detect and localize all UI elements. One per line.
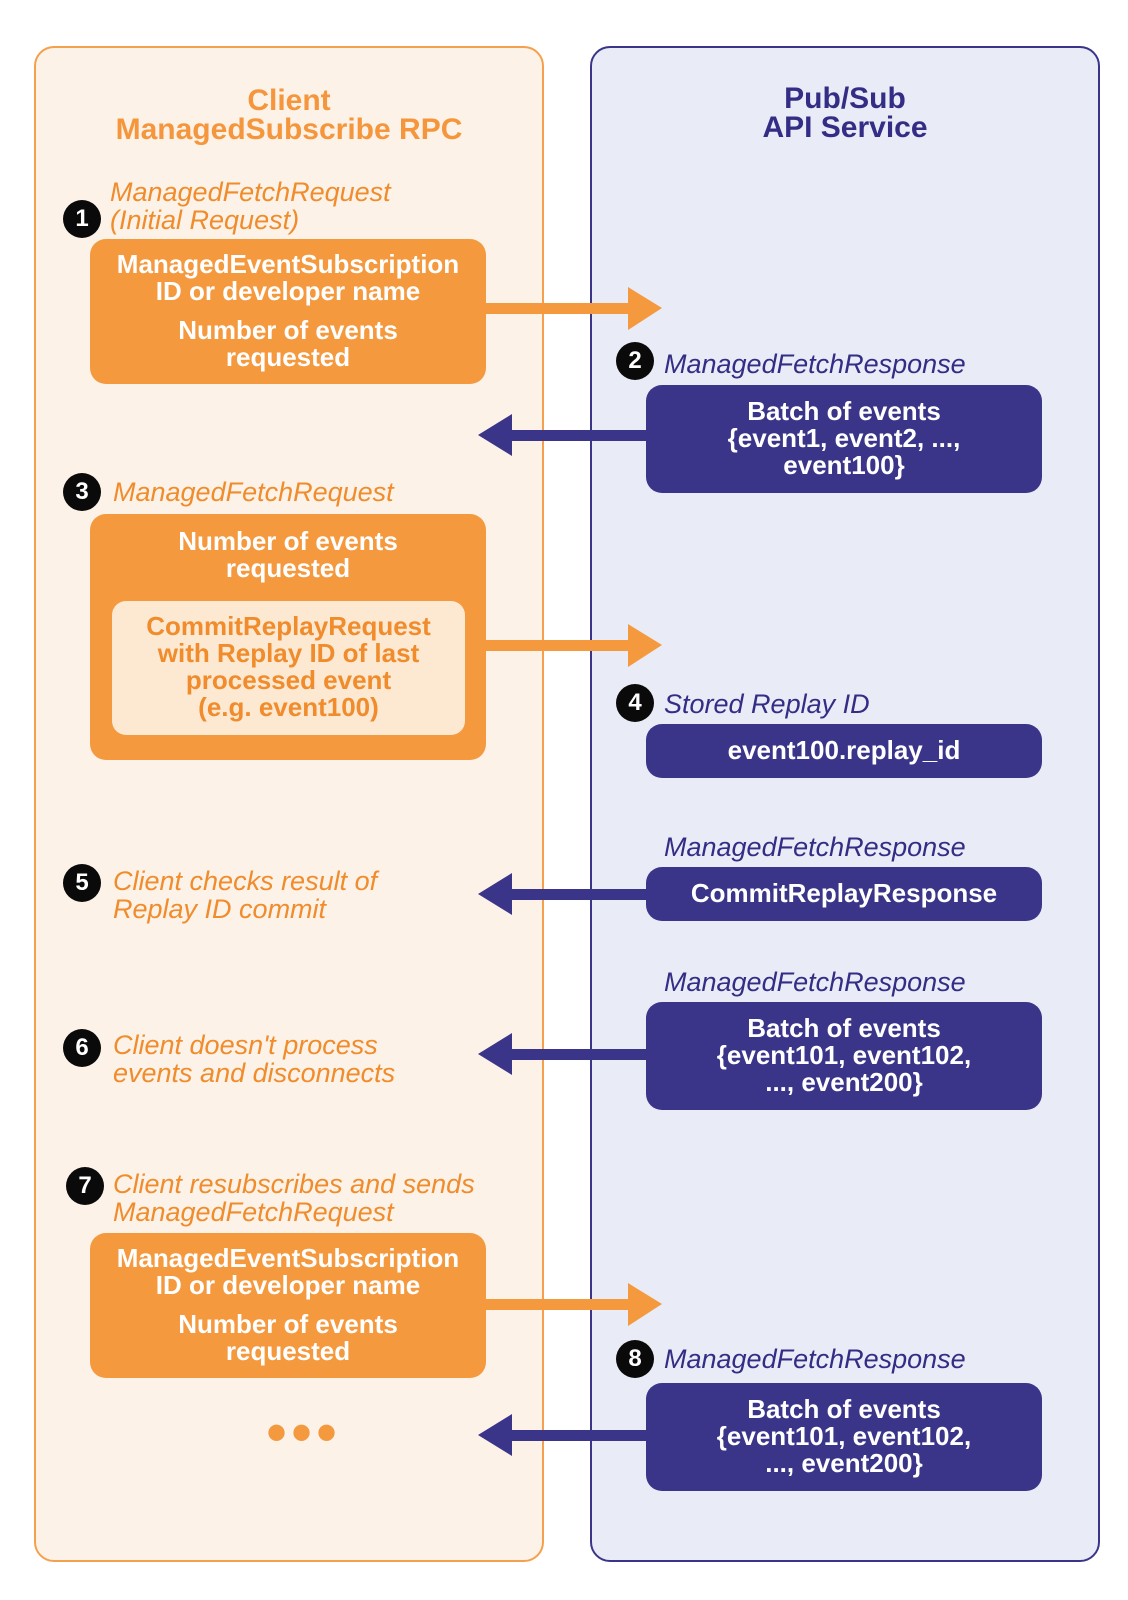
step-6-label-line1: Client doesn't process	[113, 1030, 378, 1060]
step-1-badge: 1	[63, 200, 101, 238]
arrow-response-5	[478, 873, 648, 915]
step-4-badge: 4	[616, 684, 654, 722]
step-8-label: ManagedFetchResponse	[664, 1344, 966, 1374]
step-4-label: Stored Replay ID	[664, 689, 870, 719]
step-2-box-line2: {event1, event2, ...,	[727, 423, 961, 453]
step-7-label-line2: ManagedFetchRequest	[113, 1197, 394, 1227]
step-3-label: ManagedFetchRequest	[113, 477, 394, 507]
step-3-box-line1: Number of events	[178, 526, 398, 556]
step-7-badge: 7	[66, 1167, 104, 1205]
continuation-ellipsis: •••	[266, 1399, 342, 1466]
step-5-label-line2: Replay ID commit	[113, 894, 327, 924]
step-6-box-line2: {event101, event102,	[716, 1040, 972, 1070]
step-2-box-line1: Batch of events	[747, 396, 941, 426]
step-1-request-box: ManagedEventSubscription ID or developer…	[90, 239, 486, 384]
step-2-response-box: Batch of events {event1, event2, ..., ev…	[646, 385, 1042, 493]
client-lane-title: Client ManagedSubscribe RPC	[36, 84, 542, 146]
step-6-label-line2: events and disconnects	[113, 1058, 396, 1088]
arrow-request-1	[486, 287, 662, 330]
step-1-label-line1: ManagedFetchRequest	[110, 177, 391, 207]
step-3-inner-line4: (e.g. event100)	[198, 692, 379, 722]
step-5-commit-response-box: CommitReplayResponse	[646, 867, 1042, 921]
step-1-box-line3: Number of events	[178, 315, 398, 345]
step-7-box-line4: requested	[225, 1336, 351, 1366]
step-1-label: ManagedFetchRequest (Initial Request)	[110, 178, 391, 234]
service-lane-title: Pub/Sub API Service	[592, 82, 1098, 144]
step-1-label-line2: (Initial Request)	[110, 205, 300, 235]
step-6-box-line1: Batch of events	[747, 1013, 941, 1043]
step-5-box-text: CommitReplayResponse	[690, 878, 998, 908]
step-6-label: Client doesn't process events and discon…	[113, 1031, 395, 1087]
arrow-request-3	[486, 624, 662, 667]
step-2-badge: 2	[616, 342, 654, 380]
step-3-inner-line1: CommitReplayRequest	[146, 611, 431, 641]
step-8-badge: 8	[616, 1340, 654, 1378]
arrow-response-8	[478, 1414, 648, 1456]
service-title-line1: Pub/Sub	[784, 82, 906, 115]
step-5-response-label: ManagedFetchResponse	[664, 832, 966, 862]
step-3-inner-line2: with Replay ID of last	[157, 638, 420, 668]
step-5-label-line1: Client checks result of	[113, 866, 378, 896]
step-8-box-line3: ..., event200}	[765, 1448, 923, 1478]
step-3-badge: 3	[63, 473, 101, 511]
step-7-request-box: ManagedEventSubscription ID or developer…	[90, 1233, 486, 1378]
service-lane: Pub/Sub API Service	[590, 46, 1100, 1562]
arrow-response-2	[478, 414, 648, 456]
step-3-box-line2: requested	[225, 553, 351, 583]
step-4-box-text: event100.replay_id	[727, 735, 961, 765]
step-1-box-line1: ManagedEventSubscription	[116, 249, 460, 279]
step-7-box-line1: ManagedEventSubscription	[116, 1243, 460, 1273]
arrow-response-6	[478, 1033, 648, 1075]
step-6-response-box: Batch of events {event101, event102, ...…	[646, 1002, 1042, 1110]
step-6-badge: 6	[63, 1029, 101, 1067]
step-1-box-line2: ID or developer name	[155, 276, 421, 306]
step-7-box-line3: Number of events	[178, 1309, 398, 1339]
arrow-request-7	[486, 1283, 662, 1326]
step-2-label: ManagedFetchResponse	[664, 349, 966, 379]
client-title-line1: Client	[247, 84, 331, 117]
step-3-commit-replay-box: CommitReplayRequest with Replay ID of la…	[112, 601, 465, 735]
step-1-box-line4: requested	[225, 342, 351, 372]
step-8-box-line2: {event101, event102,	[716, 1421, 972, 1451]
step-6-response-label: ManagedFetchResponse	[664, 967, 966, 997]
step-4-replay-id-box: event100.replay_id	[646, 724, 1042, 778]
step-3-inner-line3: processed event	[185, 665, 392, 695]
step-8-box-line1: Batch of events	[747, 1394, 941, 1424]
step-7-label-line1: Client resubscribes and sends	[113, 1169, 475, 1199]
client-title-line2: ManagedSubscribe RPC	[115, 113, 463, 146]
step-2-box-line3: event100}	[783, 450, 905, 480]
step-5-badge: 5	[63, 864, 101, 902]
step-6-box-line3: ..., event200}	[765, 1067, 923, 1097]
step-5-label: Client checks result of Replay ID commit	[113, 867, 377, 923]
service-title-line2: API Service	[762, 111, 928, 144]
step-7-box-line2: ID or developer name	[155, 1270, 421, 1300]
step-7-label: Client resubscribes and sends ManagedFet…	[113, 1170, 475, 1226]
step-8-response-box: Batch of events {event101, event102, ...…	[646, 1383, 1042, 1491]
